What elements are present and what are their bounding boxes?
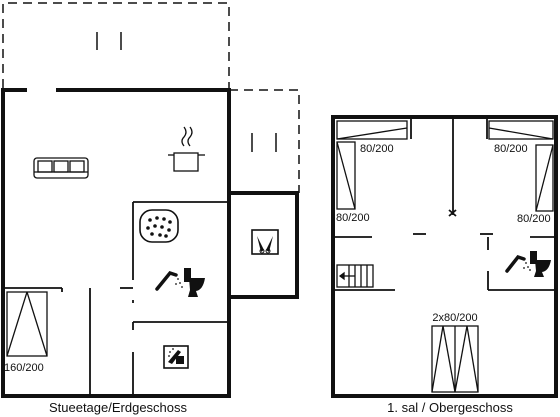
terrace-right-outline: [229, 89, 300, 193]
shower-icon: [155, 270, 183, 291]
floor-caption-ground: Stueetage/Erdgeschoss: [49, 400, 188, 415]
ground-outer-walls: [1, 88, 299, 398]
sofa-icon: [33, 157, 89, 179]
bed-80-200-left-vertical: [336, 141, 356, 210]
bed-80-200-right-vertical: [535, 144, 554, 212]
bed-label: 160/200: [4, 362, 44, 374]
bed-label: 80/200: [494, 143, 528, 155]
bed-label: 80/200: [336, 212, 370, 224]
first-outer-walls: [331, 115, 558, 398]
terrace-top-outline: [2, 2, 230, 88]
bed-label: 80/200: [517, 213, 551, 225]
toilet-icon: [184, 268, 205, 297]
stairs-icon: [336, 264, 374, 288]
cooking-pot-icon: [168, 126, 205, 172]
floor-caption-first: 1. sal / Obergeschoss: [387, 400, 513, 415]
bed-80-200-top-right: [488, 120, 554, 140]
washing-machine-icon: [251, 229, 279, 255]
ground-floor: 160/200 Stueetage/Erdgeschoss: [1, 2, 300, 415]
bed-label: 80/200: [360, 143, 394, 155]
shower-icon: [505, 254, 531, 273]
bed-2x80-200: [431, 325, 479, 393]
ground-interior-walls: [3, 201, 229, 396]
bed-80-200-top-left: [336, 120, 408, 140]
first-floor: 80/200 80/200 80/200 80/200: [331, 115, 558, 415]
hot-tub-icon: [139, 209, 179, 243]
toilet-icon: [530, 251, 551, 277]
bed-160-200: [6, 291, 48, 357]
utility-sink-icon: [163, 345, 189, 369]
bed-label: 2x80/200: [432, 312, 477, 324]
first-interior-walls: [333, 117, 556, 291]
